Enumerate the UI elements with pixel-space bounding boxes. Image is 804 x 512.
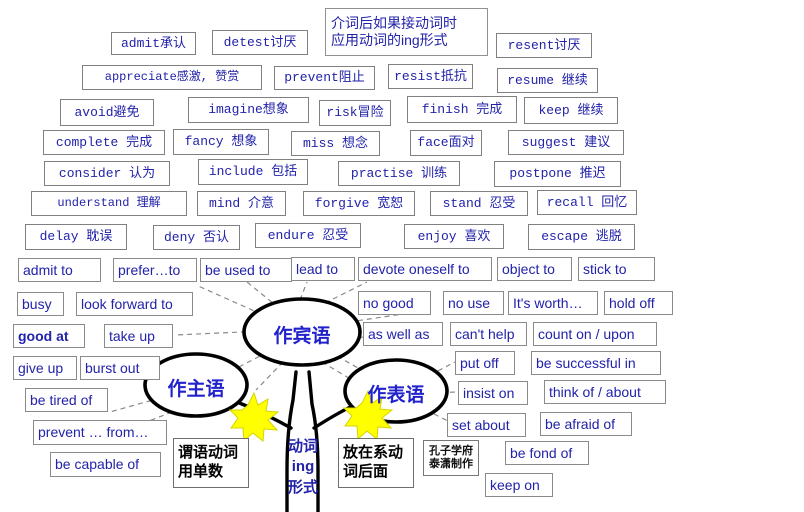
vocab-card: escape 逃脱 [528, 224, 635, 250]
phrase-card: It's worth… [508, 291, 598, 315]
node-label-object: 作宾语 [273, 326, 331, 347]
trunk-label-line-3: 形式 [287, 478, 318, 496]
vocab-card: suggest 建议 [508, 130, 624, 155]
phrase-card: think of / about [544, 380, 666, 404]
phrase-card: be fond of [505, 441, 589, 465]
vocab-card: risk冒险 [319, 100, 391, 126]
vocab-card: include 包括 [198, 159, 308, 185]
vocab-card: avoid避免 [60, 99, 154, 126]
vocab-card: finish 完成 [407, 96, 517, 123]
phrase-card: be tired of [25, 388, 108, 412]
vocab-card: understand 理解 [31, 191, 187, 216]
vocab-card: stand 忍受 [430, 191, 528, 216]
vocab-card: miss 想念 [291, 131, 380, 156]
caption-subject-note: 谓语动词 用单数 [173, 438, 249, 488]
phrase-card: insist on [458, 381, 528, 405]
vocab-card: face面对 [410, 130, 482, 156]
phrase-card: be afraid of [540, 412, 632, 436]
phrase-card: as well as [363, 322, 443, 346]
vocab-card: keep 继续 [524, 97, 618, 124]
title-line-1: 介词后如果接动词时 [331, 14, 457, 31]
phrase-card: be capable of [50, 452, 161, 477]
node-label-subject: 作主语 [167, 379, 225, 400]
phrase-card: no good [358, 291, 431, 315]
vocab-card: imagine想象 [188, 97, 309, 123]
trunk-label-line-1: 动词 [287, 438, 318, 455]
phrase-card: object to [497, 257, 572, 281]
watermark-stamp: 孔子学府 泰潇制作 [423, 440, 479, 476]
vocab-card: admit承认 [111, 32, 196, 55]
vocab-card: practise 训练 [338, 161, 460, 186]
vocab-card: mind 介意 [197, 191, 286, 216]
caption-predicative-line-1: 放在系动 [343, 444, 404, 462]
trunk-label-line-2: ing [291, 458, 315, 476]
vocab-card: enjoy 喜欢 [404, 224, 504, 249]
phrase-card: keep on [485, 473, 553, 497]
phrase-card: prevent … from… [33, 420, 167, 445]
vocab-card: recall 回忆 [537, 190, 637, 215]
vocab-card: delay 耽误 [25, 224, 127, 250]
phrase-card: busy [17, 292, 64, 316]
phrase-card: devote oneself to [358, 257, 492, 281]
phrase-card: prefer…to [113, 258, 197, 282]
title-line-2: 应用动词的ing形式 [331, 32, 448, 48]
phrase-card: can't help [450, 322, 527, 346]
phrase-card: set about [447, 413, 526, 437]
caption-subject-line-1: 谓语动词 [178, 444, 239, 462]
phrase-card: look forward to [76, 292, 193, 316]
vocab-card: complete 完成 [43, 130, 165, 155]
phrase-card: burst out [80, 356, 160, 380]
vocab-card: appreciate感激, 赞赏 [82, 65, 262, 90]
phrase-card: no use [443, 291, 504, 315]
phrase-card: be successful in [531, 351, 661, 375]
caption-predicative-line-2: 词后面 [343, 463, 389, 480]
vocab-card: detest讨厌 [212, 30, 308, 55]
vocab-card: forgive 宽恕 [303, 191, 415, 216]
caption-predicative-note: 放在系动 词后面 [338, 438, 414, 488]
vocab-card: fancy 想象 [173, 129, 269, 155]
node-label-predicative: 作表语 [367, 385, 425, 406]
caption-subject-line-2: 用单数 [178, 463, 224, 480]
phrase-card: hold off [604, 291, 673, 315]
phrase-card: give up [13, 356, 77, 380]
watermark-line-1: 孔子学府 [429, 444, 473, 457]
phrase-card: take up [104, 324, 173, 348]
trunk-label: 动词 ing 形式 [283, 437, 323, 498]
vocab-card: postpone 推迟 [494, 161, 621, 187]
vocab-card: resume 继续 [497, 68, 598, 93]
vocab-card: resent讨厌 [496, 33, 592, 58]
phrase-card: good at [13, 324, 85, 348]
vocab-card: resist抵抗 [388, 64, 473, 89]
phrase-card: count on / upon [533, 322, 657, 346]
phrase-card: admit to [18, 258, 101, 282]
watermark-line-2: 泰潇制作 [429, 458, 473, 470]
title-box: 介词后如果接动词时 应用动词的ing形式 [325, 8, 488, 56]
phrase-card: put off [455, 351, 515, 375]
vocab-card: deny 否认 [153, 225, 240, 250]
phrase-card: lead to [291, 257, 355, 281]
vocab-card: prevent阻止 [274, 66, 375, 90]
phrase-card: be used to [200, 258, 292, 282]
phrase-card: stick to [578, 257, 655, 281]
vocab-card: endure 忍受 [255, 223, 361, 248]
vocab-card: consider 认为 [44, 161, 170, 186]
